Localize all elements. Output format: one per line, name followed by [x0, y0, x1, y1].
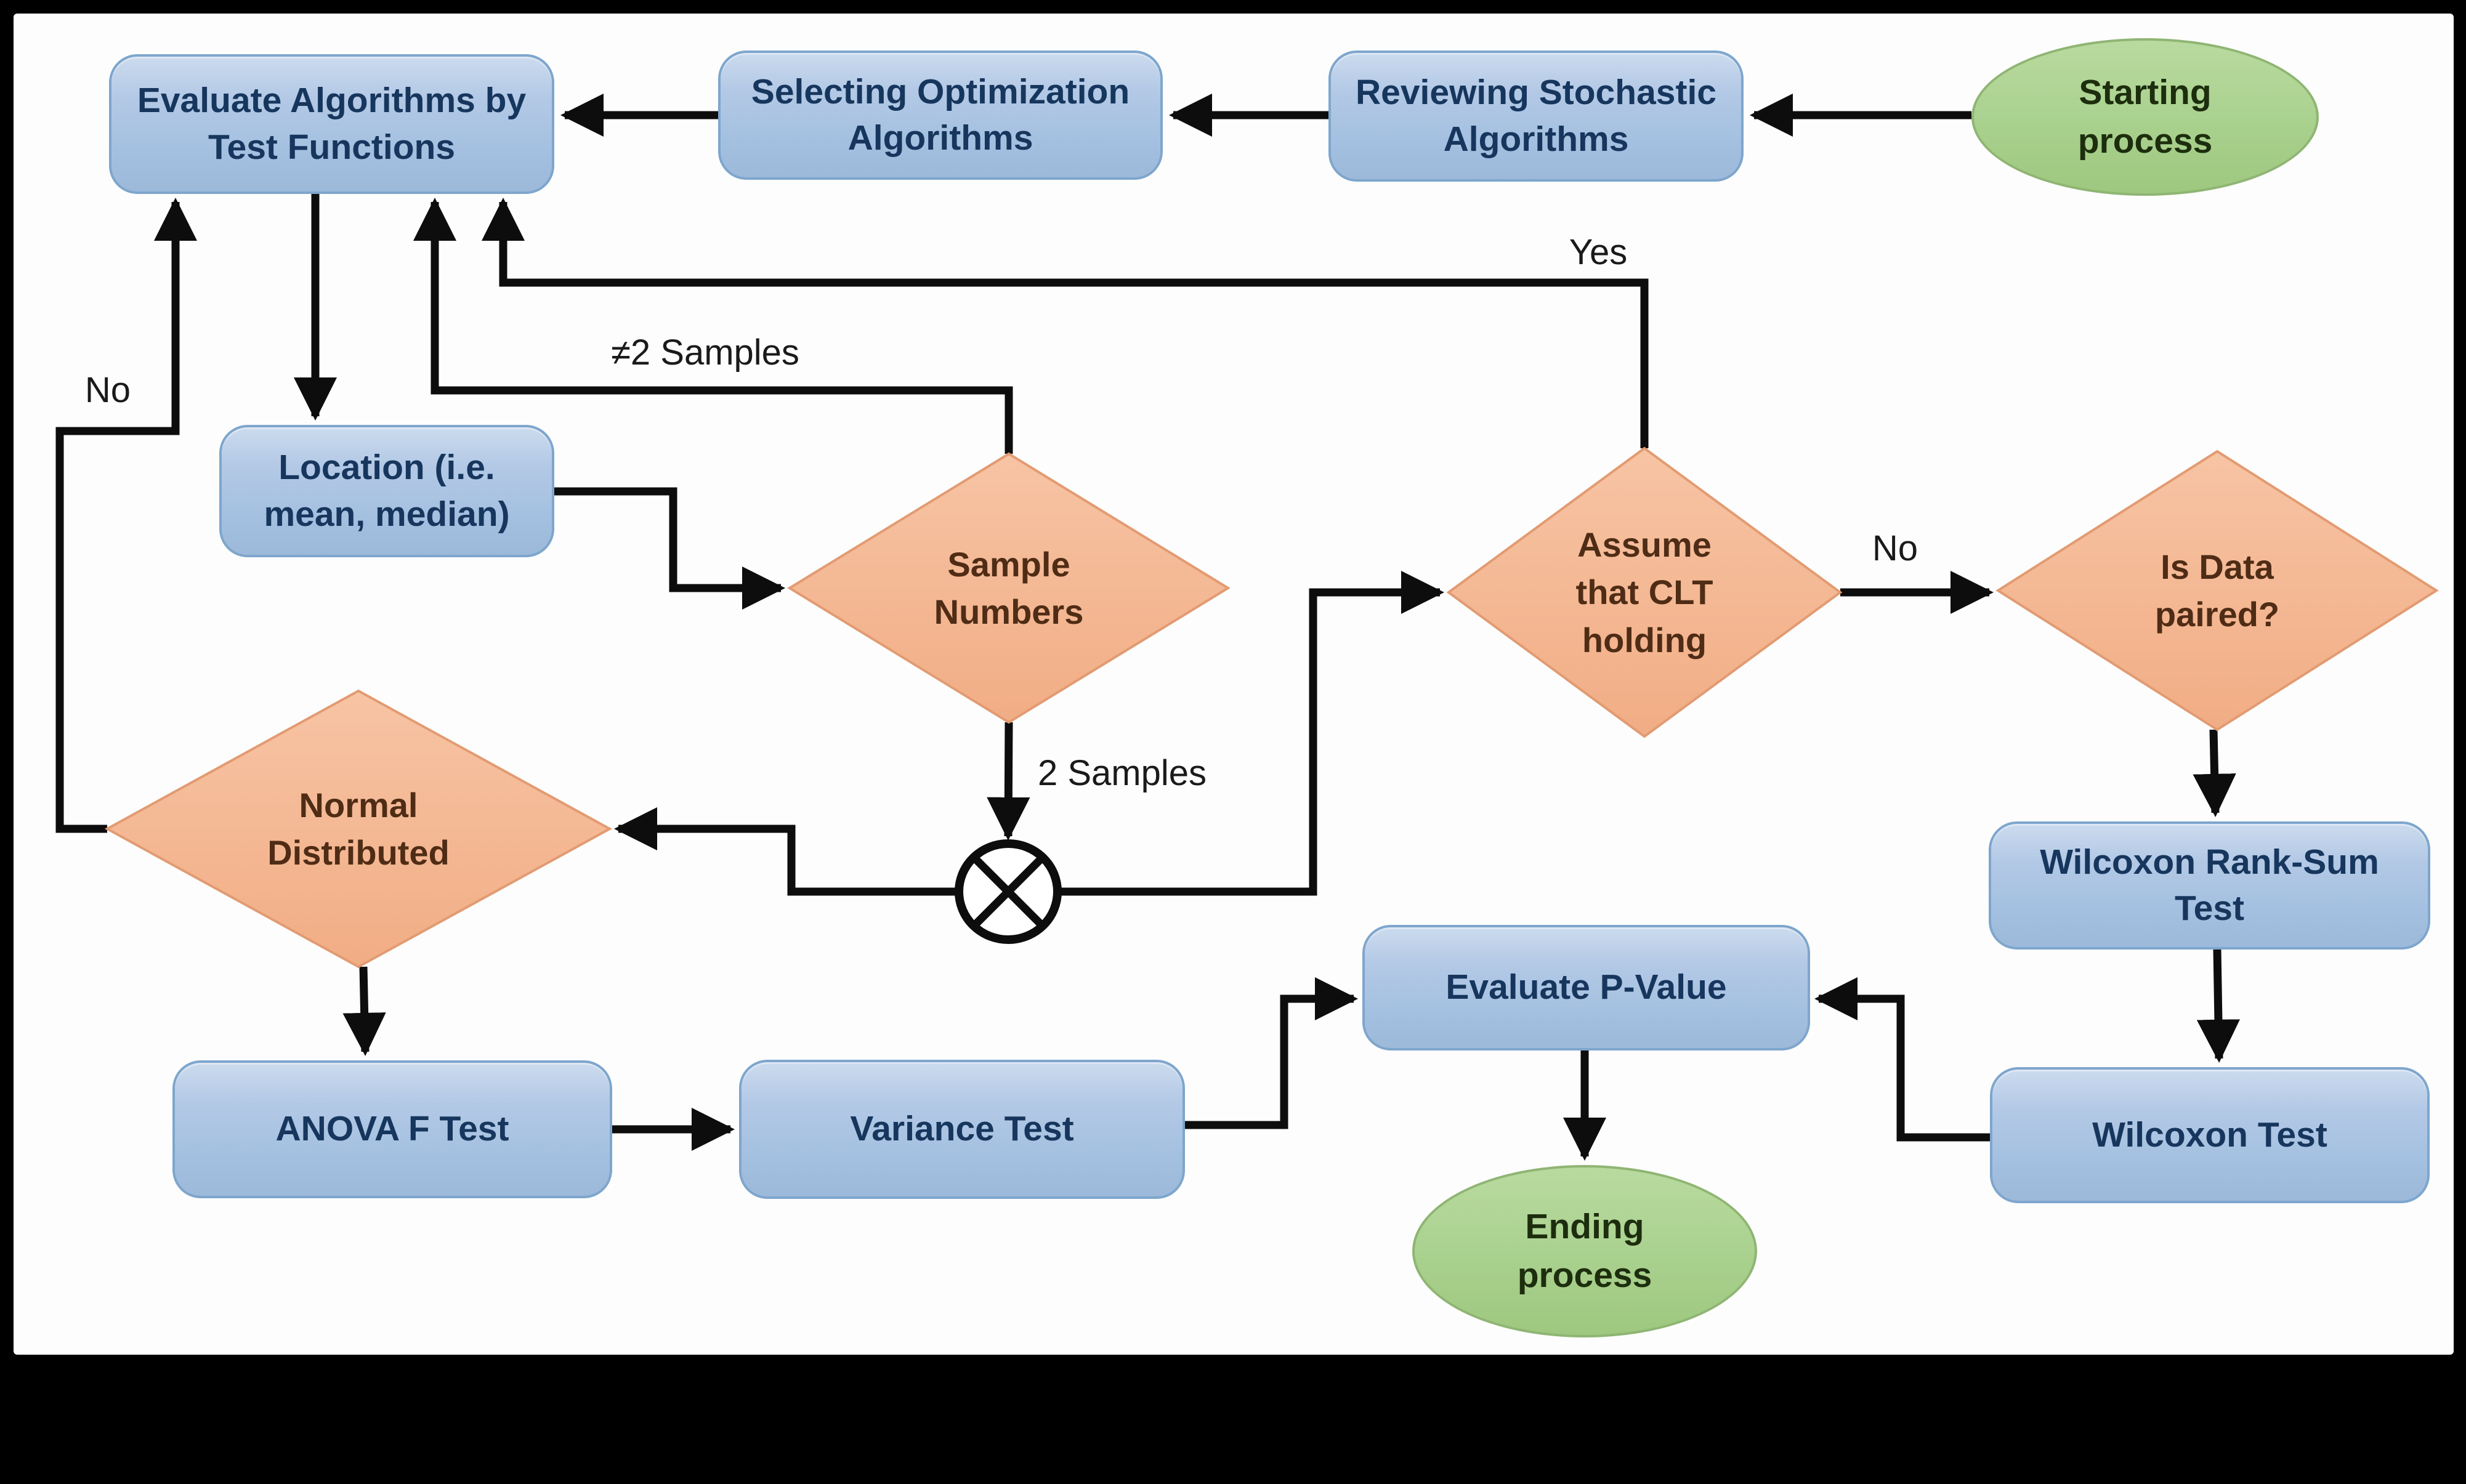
process-evaluate-p-value[interactable]: Evaluate P-Value — [1362, 925, 1810, 1050]
process-wilcoxon-test-label: Wilcoxon Test — [2092, 1115, 2327, 1155]
edge-label-not-two-samples: ≠2 Samples — [611, 332, 799, 373]
terminator-starting-process[interactable]: Starting process — [1971, 38, 2319, 196]
edge-wilcoxon-rank-to-wilcoxon — [2196, 949, 2241, 1063]
process-evaluate-algorithms-label: Evaluate Algorithms by Test Functions — [137, 81, 527, 167]
edge-normal-to-anova — [342, 966, 386, 1057]
decision-clt-holding[interactable] — [1446, 446, 1843, 738]
process-location-label: Location (i.e. mean, median) — [264, 448, 510, 534]
edge-location-to-sample-numbers — [554, 487, 786, 610]
decision-normal-distributed[interactable] — [104, 689, 613, 969]
edge-variance-to-pvalue — [1185, 977, 1359, 1129]
edge-normal-no-to-evaluate — [55, 197, 198, 833]
decision-is-data-paired-label: Is Data paired? — [2154, 547, 2280, 634]
edge-label-two-samples: 2 Samples — [1037, 752, 1207, 793]
process-reviewing-stochastic-label: Reviewing Stochastic Algorithms — [1355, 73, 1716, 159]
decision-sample-numbers-label: Sample Numbers — [934, 544, 1084, 631]
process-evaluate-algorithms[interactable]: Evaluate Algorithms by Test Functions — [109, 54, 554, 194]
process-reviewing-stochastic[interactable]: Reviewing Stochastic Algorithms — [1328, 50, 1744, 182]
junction-circle-x — [955, 839, 1062, 944]
terminator-ending-process[interactable]: Ending process — [1412, 1165, 1757, 1337]
process-anova-f-test[interactable]: ANOVA F Test — [172, 1060, 612, 1198]
edge-clt-yes-to-evaluate — [481, 197, 1649, 448]
decision-normal-distributed-label: Normal Distributed — [267, 785, 450, 872]
process-wilcoxon-rank-sum[interactable]: Wilcoxon Rank-Sum Test — [1989, 821, 2430, 950]
decision-clt-holding-label: Assume that CLT holding — [1575, 525, 1713, 659]
process-variance-test-label: Variance Test — [850, 1109, 1074, 1149]
edge-sample-numbers-ne2-to-evaluate — [413, 197, 1013, 454]
decision-is-data-paired[interactable] — [1995, 450, 2439, 732]
decision-sample-numbers[interactable] — [787, 452, 1231, 724]
process-selecting-optimization-label: Selecting Optimization Algorithms — [751, 71, 1130, 158]
process-evaluate-p-value-label: Evaluate P-Value — [1445, 967, 1727, 1007]
edge-label-no-clt: No — [1872, 528, 1918, 568]
edge-sample-numbers-2-to-junction — [987, 722, 1030, 841]
process-location[interactable]: Location (i.e. mean, median) — [219, 425, 554, 557]
process-variance-test[interactable]: Variance Test — [739, 1060, 1185, 1199]
process-anova-f-test-label: ANOVA F Test — [275, 1109, 509, 1149]
edge-label-no-normal: No — [84, 369, 131, 410]
process-selecting-optimization[interactable]: Selecting Optimization Algorithms — [718, 50, 1163, 180]
edge-paired-to-wilcoxon-rank — [2193, 729, 2236, 818]
terminator-ending-process-label: Ending process — [1517, 1207, 1652, 1295]
process-wilcoxon-test[interactable]: Wilcoxon Test — [1990, 1067, 2430, 1203]
edge-junction-to-normal — [613, 807, 958, 896]
edge-junction-to-clt — [1059, 570, 1445, 896]
terminator-starting-process-label: Starting process — [2077, 73, 2213, 161]
edge-wilcoxon-to-pvalue — [1814, 977, 1990, 1142]
process-wilcoxon-rank-sum-label: Wilcoxon Rank-Sum Test — [2040, 842, 2379, 928]
edge-label-yes: Yes — [1569, 232, 1628, 272]
